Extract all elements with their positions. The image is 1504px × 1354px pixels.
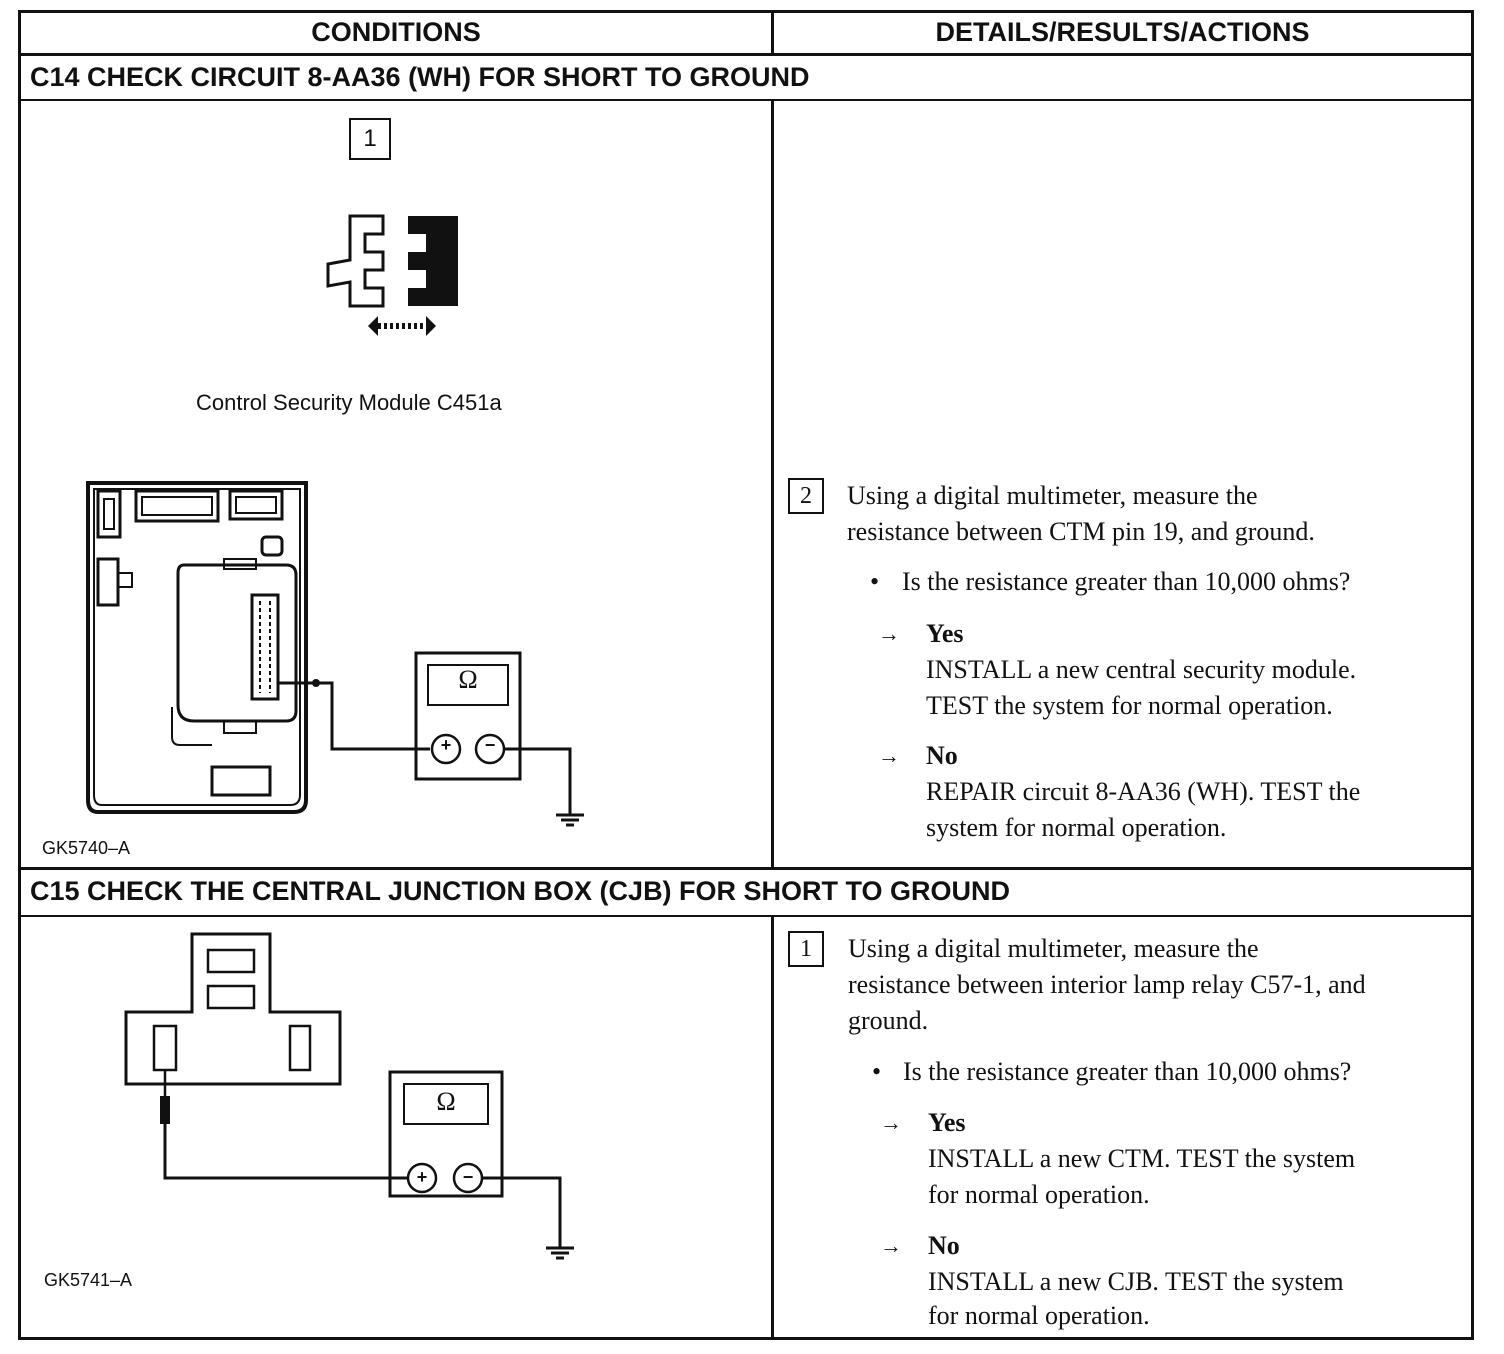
c15-figure-id: GK5741–A [44, 1270, 133, 1290]
c14-bullet-icon: • [870, 567, 880, 596]
c14-yes-arrow-icon: → [878, 621, 900, 646]
disconnect-connector-illustration [326, 214, 458, 336]
procedure-table [18, 10, 1474, 1340]
c15-step1-line3: ground. [848, 1006, 929, 1035]
c14-yes-line2: TEST the system for normal operation. [926, 691, 1333, 720]
c15-top-rule [18, 867, 1474, 870]
c15-heading: C15 CHECK THE CENTRAL JUNCTION BOX (CJB)… [30, 876, 1011, 906]
c15-step1-line1: Using a digital multimeter, measure the [848, 934, 1259, 963]
c15-no-arrow-icon: → [880, 1233, 902, 1258]
c15-no-line1: INSTALL a new CJB. TEST the system [928, 1267, 1344, 1296]
c14-meter-ohm-symbol: Ω [458, 665, 478, 694]
column-divider-c15 [771, 916, 774, 1340]
c14-heading: C14 CHECK CIRCUIT 8-AA36 (WH) FOR SHORT … [30, 62, 810, 92]
c15-meter-minus-icon: − [462, 1167, 474, 1187]
c15-yes-arrow-icon: → [880, 1110, 902, 1135]
c15-meter-ohm-symbol: Ω [436, 1087, 456, 1116]
c14-yes-label: Yes [926, 619, 964, 648]
c15-yes-label: Yes [928, 1108, 966, 1137]
c14-no-label: No [926, 741, 958, 770]
c14-step1-number: 1 [349, 118, 391, 160]
header-rule [18, 53, 1474, 56]
c14-figure-id: GK5740–A [42, 838, 131, 858]
column-divider-top [771, 10, 774, 55]
c15-step1-number: 1 [788, 931, 824, 967]
c14-no-line1: REPAIR circuit 8-AA36 (WH). TEST the [926, 777, 1361, 806]
c15-bullet-icon: • [872, 1057, 882, 1086]
c14-step2-number: 2 [788, 478, 824, 514]
ctm-module-illustration [86, 481, 584, 827]
c15-yes-line1: INSTALL a new CTM. TEST the system [928, 1144, 1356, 1173]
c14-step2-line2: resistance between CTM pin 19, and groun… [847, 517, 1315, 546]
c15-no-line2: for normal operation. [928, 1301, 1150, 1330]
c14-no-arrow-icon: → [878, 743, 900, 768]
c14-connector-caption: Control Security Module C451a [196, 390, 502, 415]
c15-no-label: No [928, 1231, 960, 1260]
c15-question: Is the resistance greater than 10,000 oh… [903, 1057, 1352, 1086]
c14-no-line2: system for normal operation. [926, 813, 1227, 842]
column-divider-c14 [771, 100, 774, 870]
c14-meter-plus-icon: + [440, 735, 452, 755]
c14-heading-rule [18, 99, 1474, 101]
c14-step2-line1: Using a digital multimeter, measure the [847, 481, 1258, 510]
c15-meter-plus-icon: + [416, 1167, 428, 1187]
details-header: DETAILS/RESULTS/ACTIONS [935, 17, 1310, 47]
c15-step1-line2: resistance between interior lamp relay C… [848, 970, 1366, 999]
cjb-relay-illustration [124, 932, 574, 1260]
c14-meter-minus-icon: − [484, 735, 496, 755]
c14-yes-line1: INSTALL a new central security module. [926, 655, 1357, 684]
c15-heading-rule [18, 915, 1474, 917]
c14-question: Is the resistance greater than 10,000 oh… [902, 567, 1351, 596]
conditions-header: CONDITIONS [311, 17, 481, 47]
c15-yes-line2: for normal operation. [928, 1180, 1150, 1209]
